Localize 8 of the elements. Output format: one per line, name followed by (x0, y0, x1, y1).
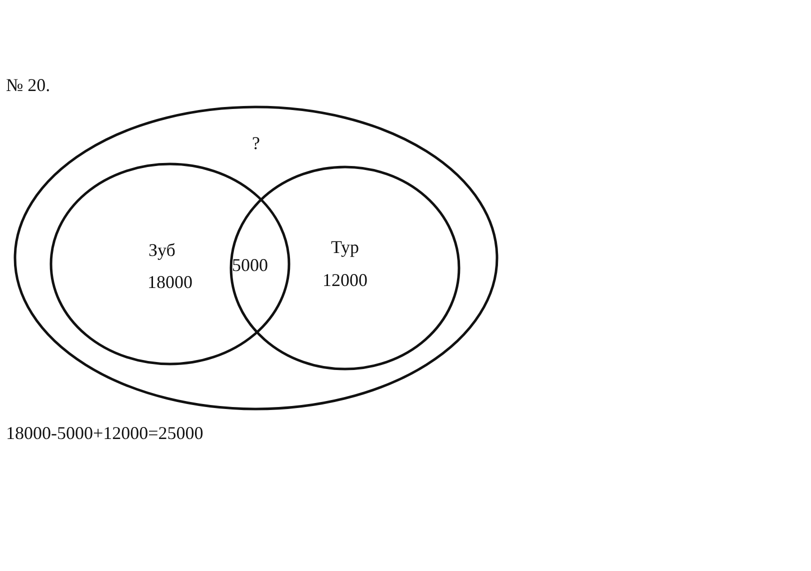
equation: 18000-5000+12000=25000 (6, 422, 204, 444)
set-label: ? (252, 132, 260, 154)
set-count: 18000 (148, 271, 192, 293)
set-name: Тур (330, 236, 360, 258)
intersection-count: 5000 (232, 254, 268, 276)
set-name: Зуб (148, 239, 176, 261)
set-count: 12000 (322, 269, 368, 291)
problem-number: № 20. (6, 74, 50, 96)
